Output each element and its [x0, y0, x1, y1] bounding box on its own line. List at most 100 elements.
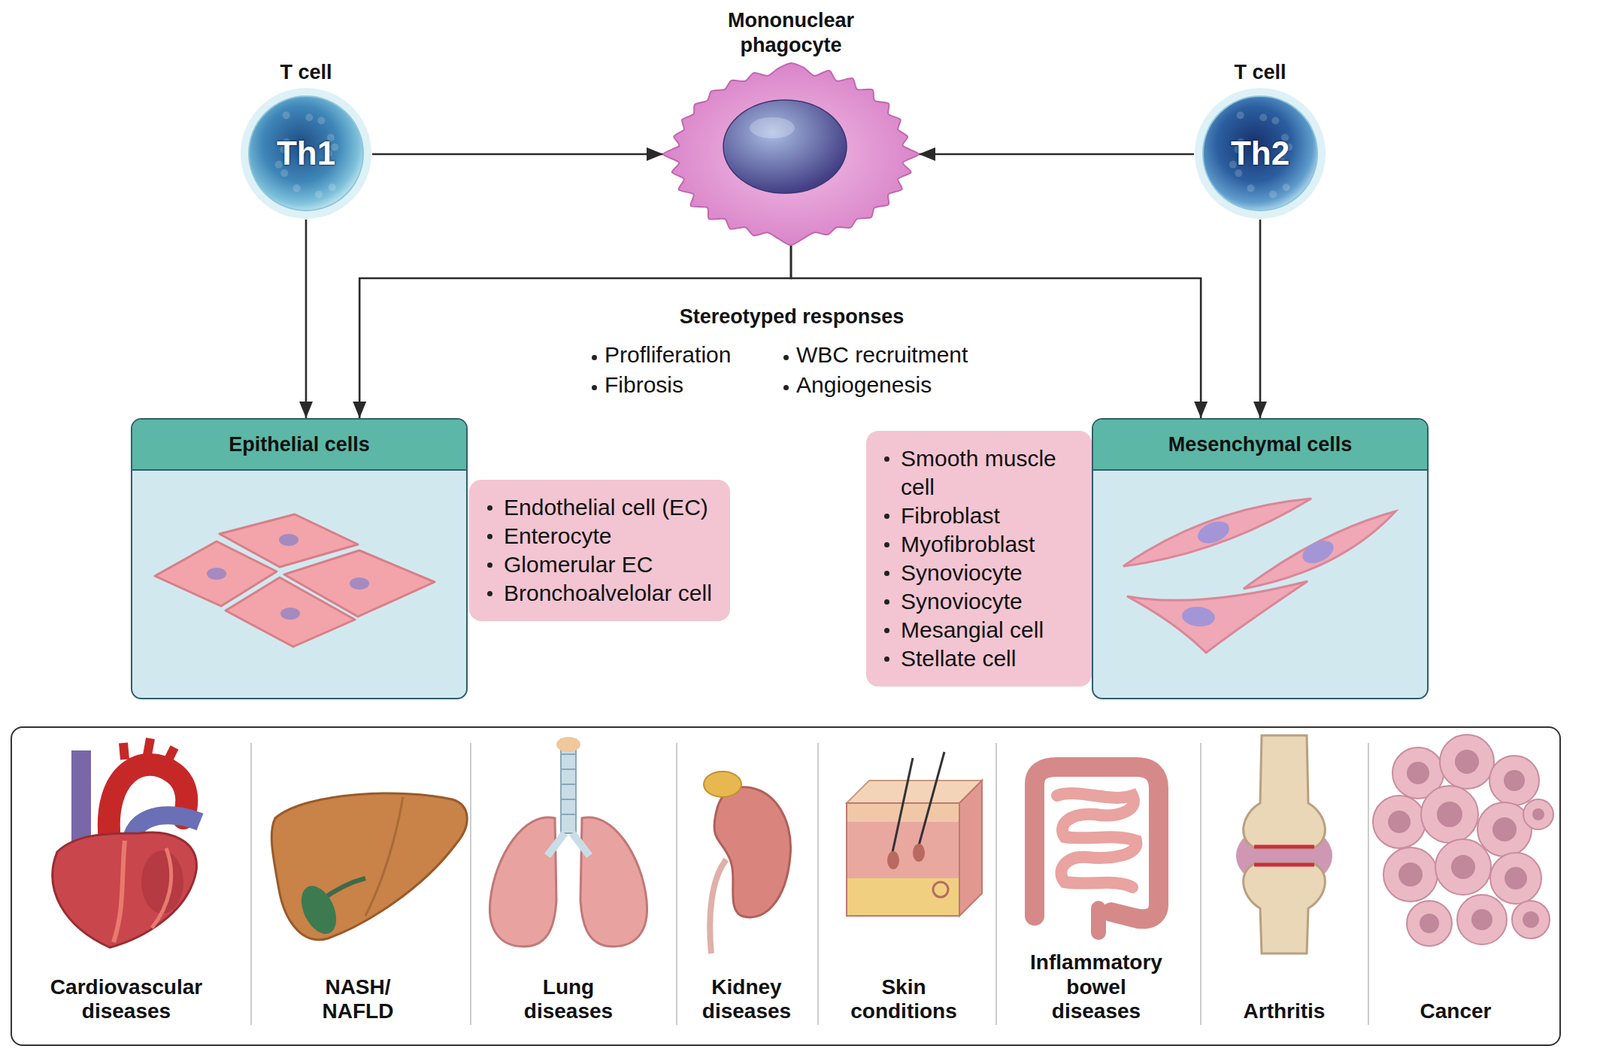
drawing-part: [995, 742, 997, 1025]
drawing-part: [1383, 847, 1438, 902]
caption-wrap: Cardiovascular diseases: [50, 975, 203, 1024]
bullet-dot: [591, 384, 597, 391]
drawing-part: [560, 739, 576, 834]
drawing-part: [560, 754, 576, 815]
drawing-part: [1503, 769, 1525, 791]
drawing-part: [580, 817, 648, 947]
drawing-part: [1243, 511, 1396, 589]
drawing-part: [206, 533, 370, 620]
drawing-part: [1436, 801, 1463, 828]
drawing-part: [1451, 854, 1476, 879]
drawing-part: [749, 117, 795, 139]
drawing-part: [1421, 785, 1479, 843]
joint-illustration: [1236, 735, 1333, 954]
list-row: Stellate cell: [882, 644, 1074, 673]
center-wrap: Th2: [1193, 87, 1327, 220]
bullet-dot: [487, 533, 493, 540]
drawing-part: [1200, 742, 1202, 1025]
cell-list: Endothelial cell (EC)EnterocyteGlomerula…: [469, 479, 731, 622]
list-row: Glomerular EC: [485, 550, 713, 579]
drawing-part: [1522, 911, 1540, 928]
drawing-part: [1259, 113, 1267, 122]
caption-wrap: Inflammatory bowel diseases: [1030, 950, 1163, 1024]
liver-illustration: [271, 793, 467, 940]
response-item: WBC recruitment: [796, 342, 968, 367]
bullet-dot: [884, 599, 890, 605]
response-item: Angiogenesis: [796, 372, 932, 397]
cancer-illustration: [1372, 734, 1554, 946]
bullet-dot: [783, 354, 789, 361]
drawing-part: [1247, 184, 1255, 192]
drawing-part: [271, 793, 467, 940]
drawing-part: [113, 840, 125, 943]
response-item: Profliferation: [604, 342, 731, 367]
drawing-part: [1181, 517, 1337, 628]
phagocyte: Mononuclear phagocyte: [663, 63, 919, 246]
list-row: Mesangial cell: [882, 615, 1074, 645]
drawing-part: [547, 833, 590, 856]
bullet-dot: [487, 562, 493, 568]
drawing-part: [714, 787, 791, 918]
drawing-part: [1504, 866, 1528, 890]
node-heading: Mononuclear phagocyte: [727, 8, 855, 58]
drawing-part: [1471, 909, 1493, 931]
arrow-connector: [359, 245, 791, 419]
bullet-dot: [884, 656, 890, 662]
disease-label: Skin conditions: [850, 975, 958, 1024]
list-item: Stellate cell: [900, 645, 1016, 671]
drawing-part: [1387, 810, 1411, 834]
disease-label: Cardiovascular diseases: [50, 975, 203, 1024]
drawing-part: [1194, 517, 1234, 549]
disease-label: Inflammatory bowel diseases: [1030, 950, 1163, 1024]
response-item: Fibrosis: [604, 372, 684, 397]
drawing-part: [703, 771, 742, 797]
drawing-part: [1457, 894, 1507, 945]
list-item: Endothelial cell (EC): [503, 494, 709, 520]
list-item: Bronchoalvelolar cell: [503, 580, 713, 606]
cell-label: Th2: [1230, 134, 1290, 173]
center-wrap: Th1: [239, 87, 373, 220]
drawing-part: [1123, 498, 1396, 653]
drawing-part: [1123, 498, 1312, 567]
label-wrap: Angiogenesis: [783, 372, 932, 398]
cell-type-box: Mesenchymal cells: [1091, 418, 1429, 700]
cell-label: Th1: [276, 134, 336, 173]
box-header: Epithelial cells: [132, 419, 467, 471]
box-title: Epithelial cells: [228, 433, 370, 457]
drawing-part: [1194, 87, 1326, 219]
drawing-part: [1367, 742, 1370, 1025]
disease-label: Cancer: [1420, 999, 1492, 1024]
list-row: Fibroblast: [882, 501, 1074, 531]
t-cell: T cellTh2: [1193, 87, 1327, 220]
section-heading: Stereotyped responses: [679, 305, 905, 328]
drawing-part: [1243, 863, 1326, 954]
bullet-dot: [884, 627, 890, 634]
drawing-part: [489, 817, 557, 947]
drawing-part: [1398, 862, 1423, 887]
drawing-part: [225, 577, 355, 647]
list-item: Myofibroblast: [900, 531, 1035, 557]
caption-wrap: Skin conditions: [850, 975, 958, 1024]
bullet-dot: [884, 513, 890, 519]
list-row: Myofibroblast: [882, 530, 1074, 559]
drawing-part: [1057, 793, 1137, 888]
label-wrap: WBC recruitment: [783, 342, 968, 368]
drawing-part: [1512, 900, 1550, 939]
box-title: Mesenchymal cells: [1168, 433, 1353, 457]
drawing-part: [282, 111, 291, 119]
heading-wrap: T cell: [1233, 60, 1286, 85]
drawing-part: [240, 87, 372, 219]
drawing-part: [846, 821, 960, 879]
heart-illustration: [52, 738, 200, 948]
caption-wrap: Arthritis: [1243, 999, 1326, 1024]
list-row: Enterocyte: [485, 521, 713, 551]
drawing-part: [1282, 183, 1291, 191]
caption-wrap: Cancer: [1420, 999, 1492, 1024]
drawing-part: [891, 751, 945, 856]
drawing-part: [709, 859, 727, 954]
drawing-part: [248, 96, 364, 211]
cell-type-box: Epithelial cells: [130, 418, 468, 700]
list-item: Synoviocyte: [900, 588, 1023, 614]
list-row: Endothelial cell (EC): [485, 493, 713, 522]
